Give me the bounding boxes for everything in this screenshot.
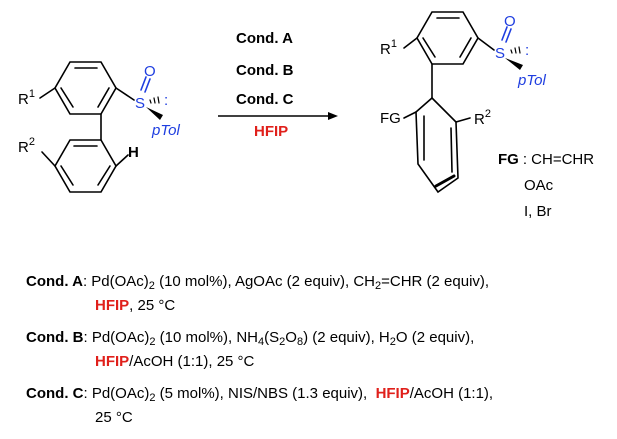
product-upper-ring — [416, 11, 479, 65]
product-ptol: pTol — [517, 72, 546, 89]
fg-legend-line1: FG: CH=CHR — [498, 151, 594, 168]
reactant-sulfur: S — [135, 95, 145, 112]
cond-c-line1: Cond. C: Pd(OAc)2 (5 mol%), NIS/NBS (1.3… — [26, 385, 494, 404]
product-sulfur: S — [495, 45, 505, 62]
product-fg-substituent: FG — [380, 110, 401, 127]
reactant-molecule — [39, 61, 163, 193]
cond-a-line2: HFIP, 25 °C — [95, 297, 176, 314]
arrow-cond-b: Cond. B — [236, 62, 294, 79]
reactant-r1: R1 — [18, 88, 35, 108]
reactant-upper-ring — [54, 61, 117, 115]
product-r1: R1 — [380, 38, 397, 58]
product-r2: R2 — [474, 108, 491, 128]
reactant-oxygen: O — [144, 63, 156, 80]
reactant-r2: R2 — [18, 136, 35, 156]
arrow-cond-c: Cond. C — [236, 91, 294, 108]
fg-legend-line3: I, Br — [524, 203, 552, 220]
product-oxygen: O — [504, 13, 516, 30]
cond-b-line2: HFIP/AcOH (1:1), 25 °C — [95, 353, 255, 370]
fg-legend-line2: OAc — [524, 177, 554, 194]
product-wedge — [505, 58, 523, 70]
reactant-h: H — [128, 144, 139, 161]
arrow-cond-a: Cond. A — [236, 30, 293, 47]
product-molecule — [403, 11, 521, 194]
reaction-arrow — [218, 112, 338, 120]
arrow-hfip: HFIP — [254, 123, 288, 140]
reactant-lower-ring — [54, 139, 117, 193]
reactant-ptol: pTol — [151, 122, 180, 139]
reactant-lone-pair: : — [164, 92, 168, 109]
cond-c-line2: 25 °C — [95, 409, 133, 426]
reaction-scheme: R1 R2 H S O : pTol Cond. A Cond. B Cond.… — [18, 11, 594, 220]
cond-a-line1: Cond. A: Pd(OAc)2 (10 mol%), AgOAc (2 eq… — [26, 273, 490, 292]
product-lone-pair: : — [525, 42, 529, 59]
cond-b-line1: Cond. B: Pd(OAc)2 (10 mol%), NH4(S2O8) (… — [26, 329, 475, 348]
